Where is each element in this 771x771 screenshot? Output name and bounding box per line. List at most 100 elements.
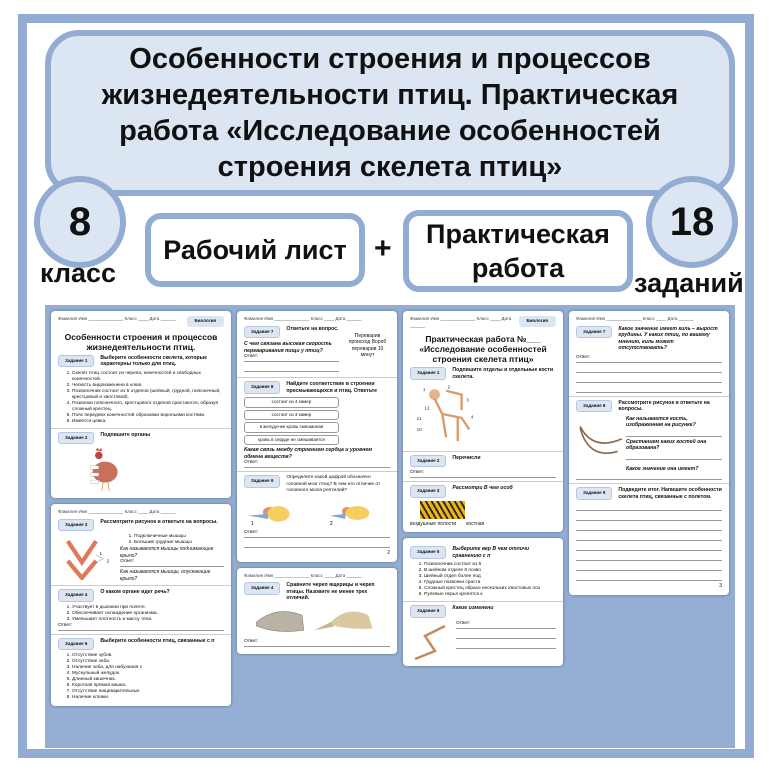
answer-line: Ответ: bbox=[244, 639, 390, 647]
task-label: Задание 9 bbox=[244, 475, 281, 488]
sheet-title: Особенности строения и процессов жизнеде… bbox=[64, 331, 218, 352]
answer-line: Ответ: bbox=[120, 559, 224, 567]
task-label: Задание 2 bbox=[410, 454, 447, 467]
list-item: Шейный отдел более под bbox=[424, 574, 556, 580]
answer-line: Ответ: bbox=[58, 623, 224, 631]
task-label: Задание 6 bbox=[410, 605, 447, 618]
list-item: Позвоночник состоит из 5 bbox=[424, 562, 556, 568]
list-item: Мускульный желудок. bbox=[72, 671, 224, 677]
label-bone: костная bbox=[466, 520, 485, 527]
list-item: Уменьшает плотность и массу тела. bbox=[72, 617, 224, 623]
task-question: Подведите итог. Напишите особенности ске… bbox=[618, 487, 722, 500]
task-label: Задание 8 bbox=[244, 381, 281, 394]
task-question: Выберите особенности птиц, связанные с п bbox=[100, 637, 215, 644]
worksheet-page-2: Фамилия Имя ______________ Класс ____ Да… bbox=[237, 311, 397, 562]
list-item: Отсутствие пищеварительных bbox=[72, 689, 224, 695]
sheet-title: Практическая работа №___ «Исследование о… bbox=[419, 334, 547, 364]
task-label: Задание 3 bbox=[58, 518, 95, 531]
question: С чем связана высокая скорость переварив… bbox=[244, 341, 332, 354]
label-1: 1 bbox=[100, 551, 103, 556]
sheet-header: Фамилия Имя ______________ Класс ____ Да… bbox=[58, 316, 176, 321]
worksheet-page-1: Фамилия Имя ______________ Класс ____ Да… bbox=[51, 311, 231, 498]
list-item: Наличие зоба, для набухания с bbox=[72, 665, 224, 671]
list-item: Позвоночник состоит из 5 отделов (шейный… bbox=[72, 389, 224, 401]
task-label: Задание 1 bbox=[410, 367, 447, 380]
practical-page-1: Фамилия Имя ______________ Класс ____ Да… bbox=[403, 311, 563, 532]
match-box[interactable]: состоит из 3 камер bbox=[244, 409, 339, 420]
leg-skeleton-image bbox=[414, 624, 446, 660]
task-question: Выберите особенности скелета, которые ха… bbox=[100, 354, 207, 368]
side-text: Переварив происход Вороб переварив 10 ми… bbox=[348, 332, 387, 359]
answer-line: Ответ: bbox=[244, 530, 390, 538]
list-item: Имеется цевка. bbox=[72, 419, 224, 425]
label-air-cavities: воздушные полости bbox=[410, 520, 457, 527]
grade-label: класс bbox=[40, 258, 117, 288]
list-item: Участвует в дыхании при полете. bbox=[72, 605, 224, 611]
svg-text:11: 11 bbox=[417, 416, 422, 421]
svg-text:4: 4 bbox=[471, 415, 474, 420]
practical-page-3: Фамилия Имя ______________ Класс ____ Да… bbox=[569, 311, 729, 595]
task-label: Задание 3 bbox=[410, 485, 447, 498]
list-item: Большие грудные мышцы bbox=[134, 540, 224, 546]
preview-panel: Фамилия Имя ______________ Класс ____ Да… bbox=[45, 305, 735, 748]
rooster-image bbox=[90, 447, 118, 491]
worksheet-page-1b: Фамилия Имя ______________ Класс ____ Да… bbox=[51, 504, 231, 706]
task-label: Задание 4 bbox=[244, 582, 281, 595]
task-question: Ответьте на вопрос. bbox=[286, 325, 339, 332]
task-label: Задание 2 bbox=[58, 431, 95, 444]
match-box[interactable]: кровь в сердце не смешивается bbox=[244, 434, 339, 445]
plus-sign: + bbox=[374, 232, 392, 265]
svg-text:12: 12 bbox=[424, 405, 430, 410]
tasks-number: 18 bbox=[669, 199, 715, 244]
worksheet-badge: Рабочий лист bbox=[145, 213, 365, 287]
sheet-header: Фамилия Имя ______________ Класс ____ Да… bbox=[576, 316, 694, 321]
task-question: Сравните череп ящерицы и череп птицы. На… bbox=[286, 582, 375, 601]
brain-label-1: 1 bbox=[251, 521, 254, 527]
bone-image bbox=[420, 500, 465, 519]
list-item: Скелет птиц состоит из черепа, конечност… bbox=[72, 371, 224, 383]
answer-line: Ответ: bbox=[456, 621, 556, 629]
list-item: Короткая прямая кишка. bbox=[72, 683, 224, 689]
brain-label-2: 2 bbox=[330, 521, 333, 527]
grade-circle: 8 bbox=[34, 176, 126, 268]
list-item: Пояс передних конечностей образован воро… bbox=[72, 413, 224, 419]
sheet-header: Фамилия Имя ______________ Класс ____ Да… bbox=[58, 509, 176, 514]
answer-line: Ответ: bbox=[576, 355, 722, 363]
task-label: Задание 1 bbox=[58, 354, 95, 367]
match-box[interactable]: в желудочке кровь смешанная bbox=[244, 422, 339, 433]
task-question: Подпишите отделы и отдельные кости скеле… bbox=[452, 367, 554, 380]
task-question: Рассмотрите рисунок и ответьте на вопрос… bbox=[100, 518, 218, 525]
task-question: Подпишите органы bbox=[100, 431, 151, 438]
preview-column: Фамилия Имя ______________ Класс ____ Да… bbox=[569, 311, 729, 595]
question: Какое значение она имеет? bbox=[626, 465, 699, 472]
sheet-header: Фамилия Имя ______________ Класс ____ Да… bbox=[244, 316, 362, 321]
preview-column: Фамилия Имя ______________ Класс ____ Да… bbox=[51, 311, 231, 706]
match-box[interactable]: состоит из 4 камер bbox=[244, 397, 339, 408]
list-item: Длинный кишечник. bbox=[72, 677, 224, 683]
page-number: 3 bbox=[719, 583, 722, 589]
preview-column: Фамилия Имя ______________ Класс ____ Да… bbox=[403, 311, 563, 666]
practical-badge: Практическая работа bbox=[403, 210, 633, 292]
svg-text:1: 1 bbox=[423, 387, 426, 392]
question: Какая связь между строением сердца и уро… bbox=[244, 447, 373, 460]
task-list: Скелет птиц состоит из черепа, конечност… bbox=[58, 371, 224, 425]
task-question: О каком органе идет речь? bbox=[100, 589, 170, 595]
task-label: Задание 8 bbox=[576, 399, 613, 412]
muscle-diagram: 12 bbox=[66, 539, 110, 580]
answer-line: Ответ: bbox=[244, 354, 339, 362]
svg-text:2: 2 bbox=[448, 384, 451, 389]
list-item: Сложный крестец образо нескольких хвосто… bbox=[424, 586, 556, 592]
question: Срастанием каких костей она образована? bbox=[626, 438, 707, 452]
task-question: Какие изменени bbox=[452, 605, 494, 611]
wishbone-image bbox=[579, 425, 623, 454]
task-label: Задание 7 bbox=[244, 325, 281, 338]
title-box: Особенности строения и процессов жизнеде… bbox=[45, 30, 735, 196]
task-label: Задание 5 bbox=[410, 546, 447, 559]
subject-badge: Биология bbox=[518, 316, 556, 327]
skulls-image bbox=[256, 610, 373, 632]
page-title: Особенности строения и процессов жизнеде… bbox=[101, 43, 679, 183]
question: Как называются мышцы, опускающие крыло? bbox=[120, 569, 211, 582]
task-question: Определите какой цифрой обозначен головн… bbox=[286, 475, 381, 493]
